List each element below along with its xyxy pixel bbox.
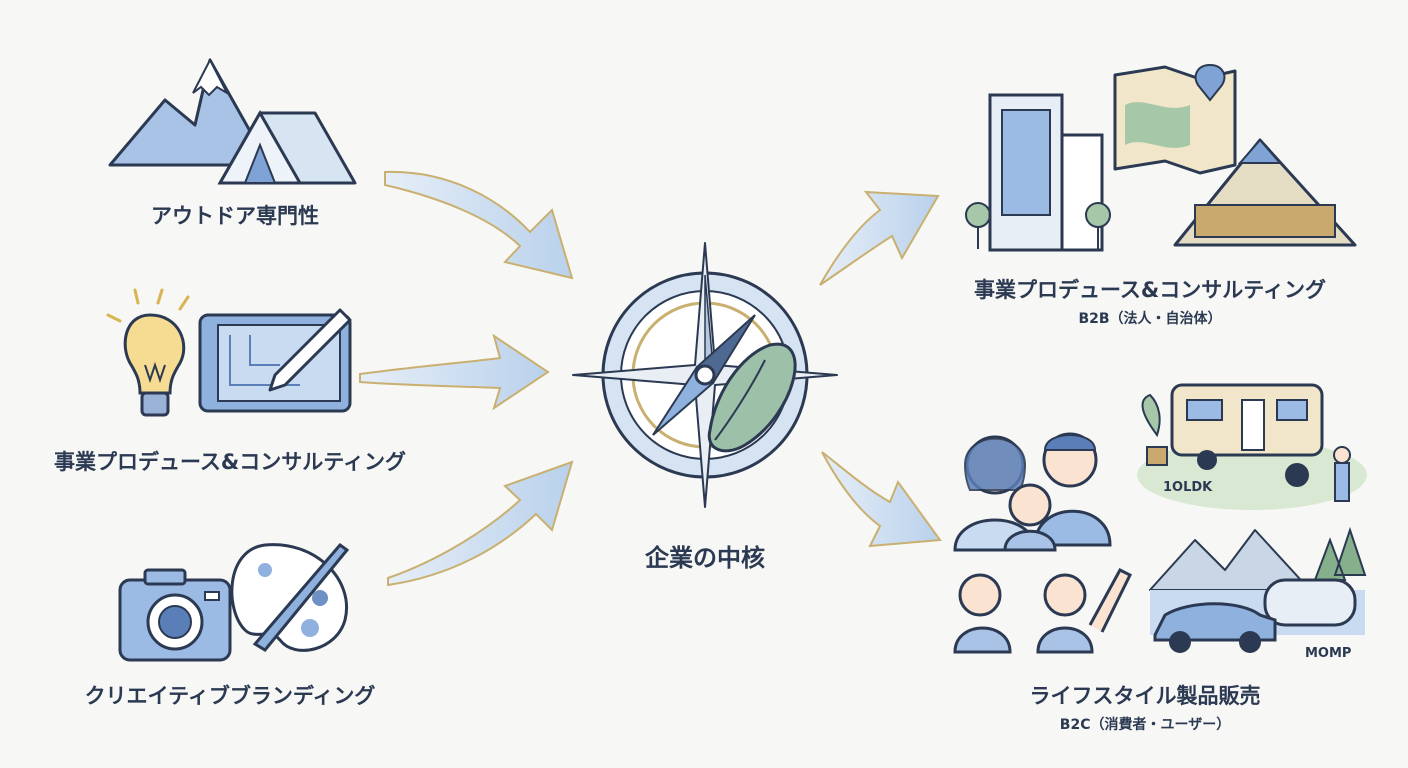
output-b2b-subtitle: B2B（法人・自治体）: [1078, 311, 1222, 327]
mountain-tent-icon: [108, 57, 357, 185]
output-b2c-title: ライフスタイル製品販売: [1029, 684, 1261, 708]
compass-icon: [572, 242, 838, 508]
arrow-center-to-b2c: [821, 451, 942, 548]
pencil-icon: [268, 308, 352, 392]
arrow-outdoor-to-center: [384, 170, 574, 280]
idea-blueprint-icon: [106, 288, 352, 417]
input-consulting-label: 事業プロデュース&コンサルティング: [53, 450, 406, 474]
input-outdoor-label: アウトドア専門性: [151, 204, 319, 228]
family-icon: [953, 432, 1133, 654]
leaf-icon: [707, 342, 797, 453]
output-b2c-subtitle: B2C（消費者・ユーザー）: [1059, 717, 1231, 733]
output-b2b-title: 事業プロデュース&コンサルティング: [973, 278, 1326, 302]
paintbrush-icon: [252, 542, 350, 652]
arrow-branding-to-center: [387, 460, 574, 587]
arrow-center-to-b2b: [819, 190, 940, 286]
center-title: 企業の中核: [645, 544, 765, 572]
camera-palette-icon: [118, 542, 350, 662]
input-branding-label: クリエイティブブランディング: [84, 684, 376, 708]
car-scene-label: MOMP: [1305, 646, 1352, 661]
b2b-illustration: [965, 63, 1357, 252]
car-lake-scene-icon: [1149, 526, 1367, 653]
lightbulb-icon: [123, 313, 186, 395]
trailer-scene-label: 1OLDK: [1163, 480, 1213, 495]
arrow-consulting-to-center: [359, 333, 550, 411]
trailer-scene-icon: [1137, 383, 1367, 510]
